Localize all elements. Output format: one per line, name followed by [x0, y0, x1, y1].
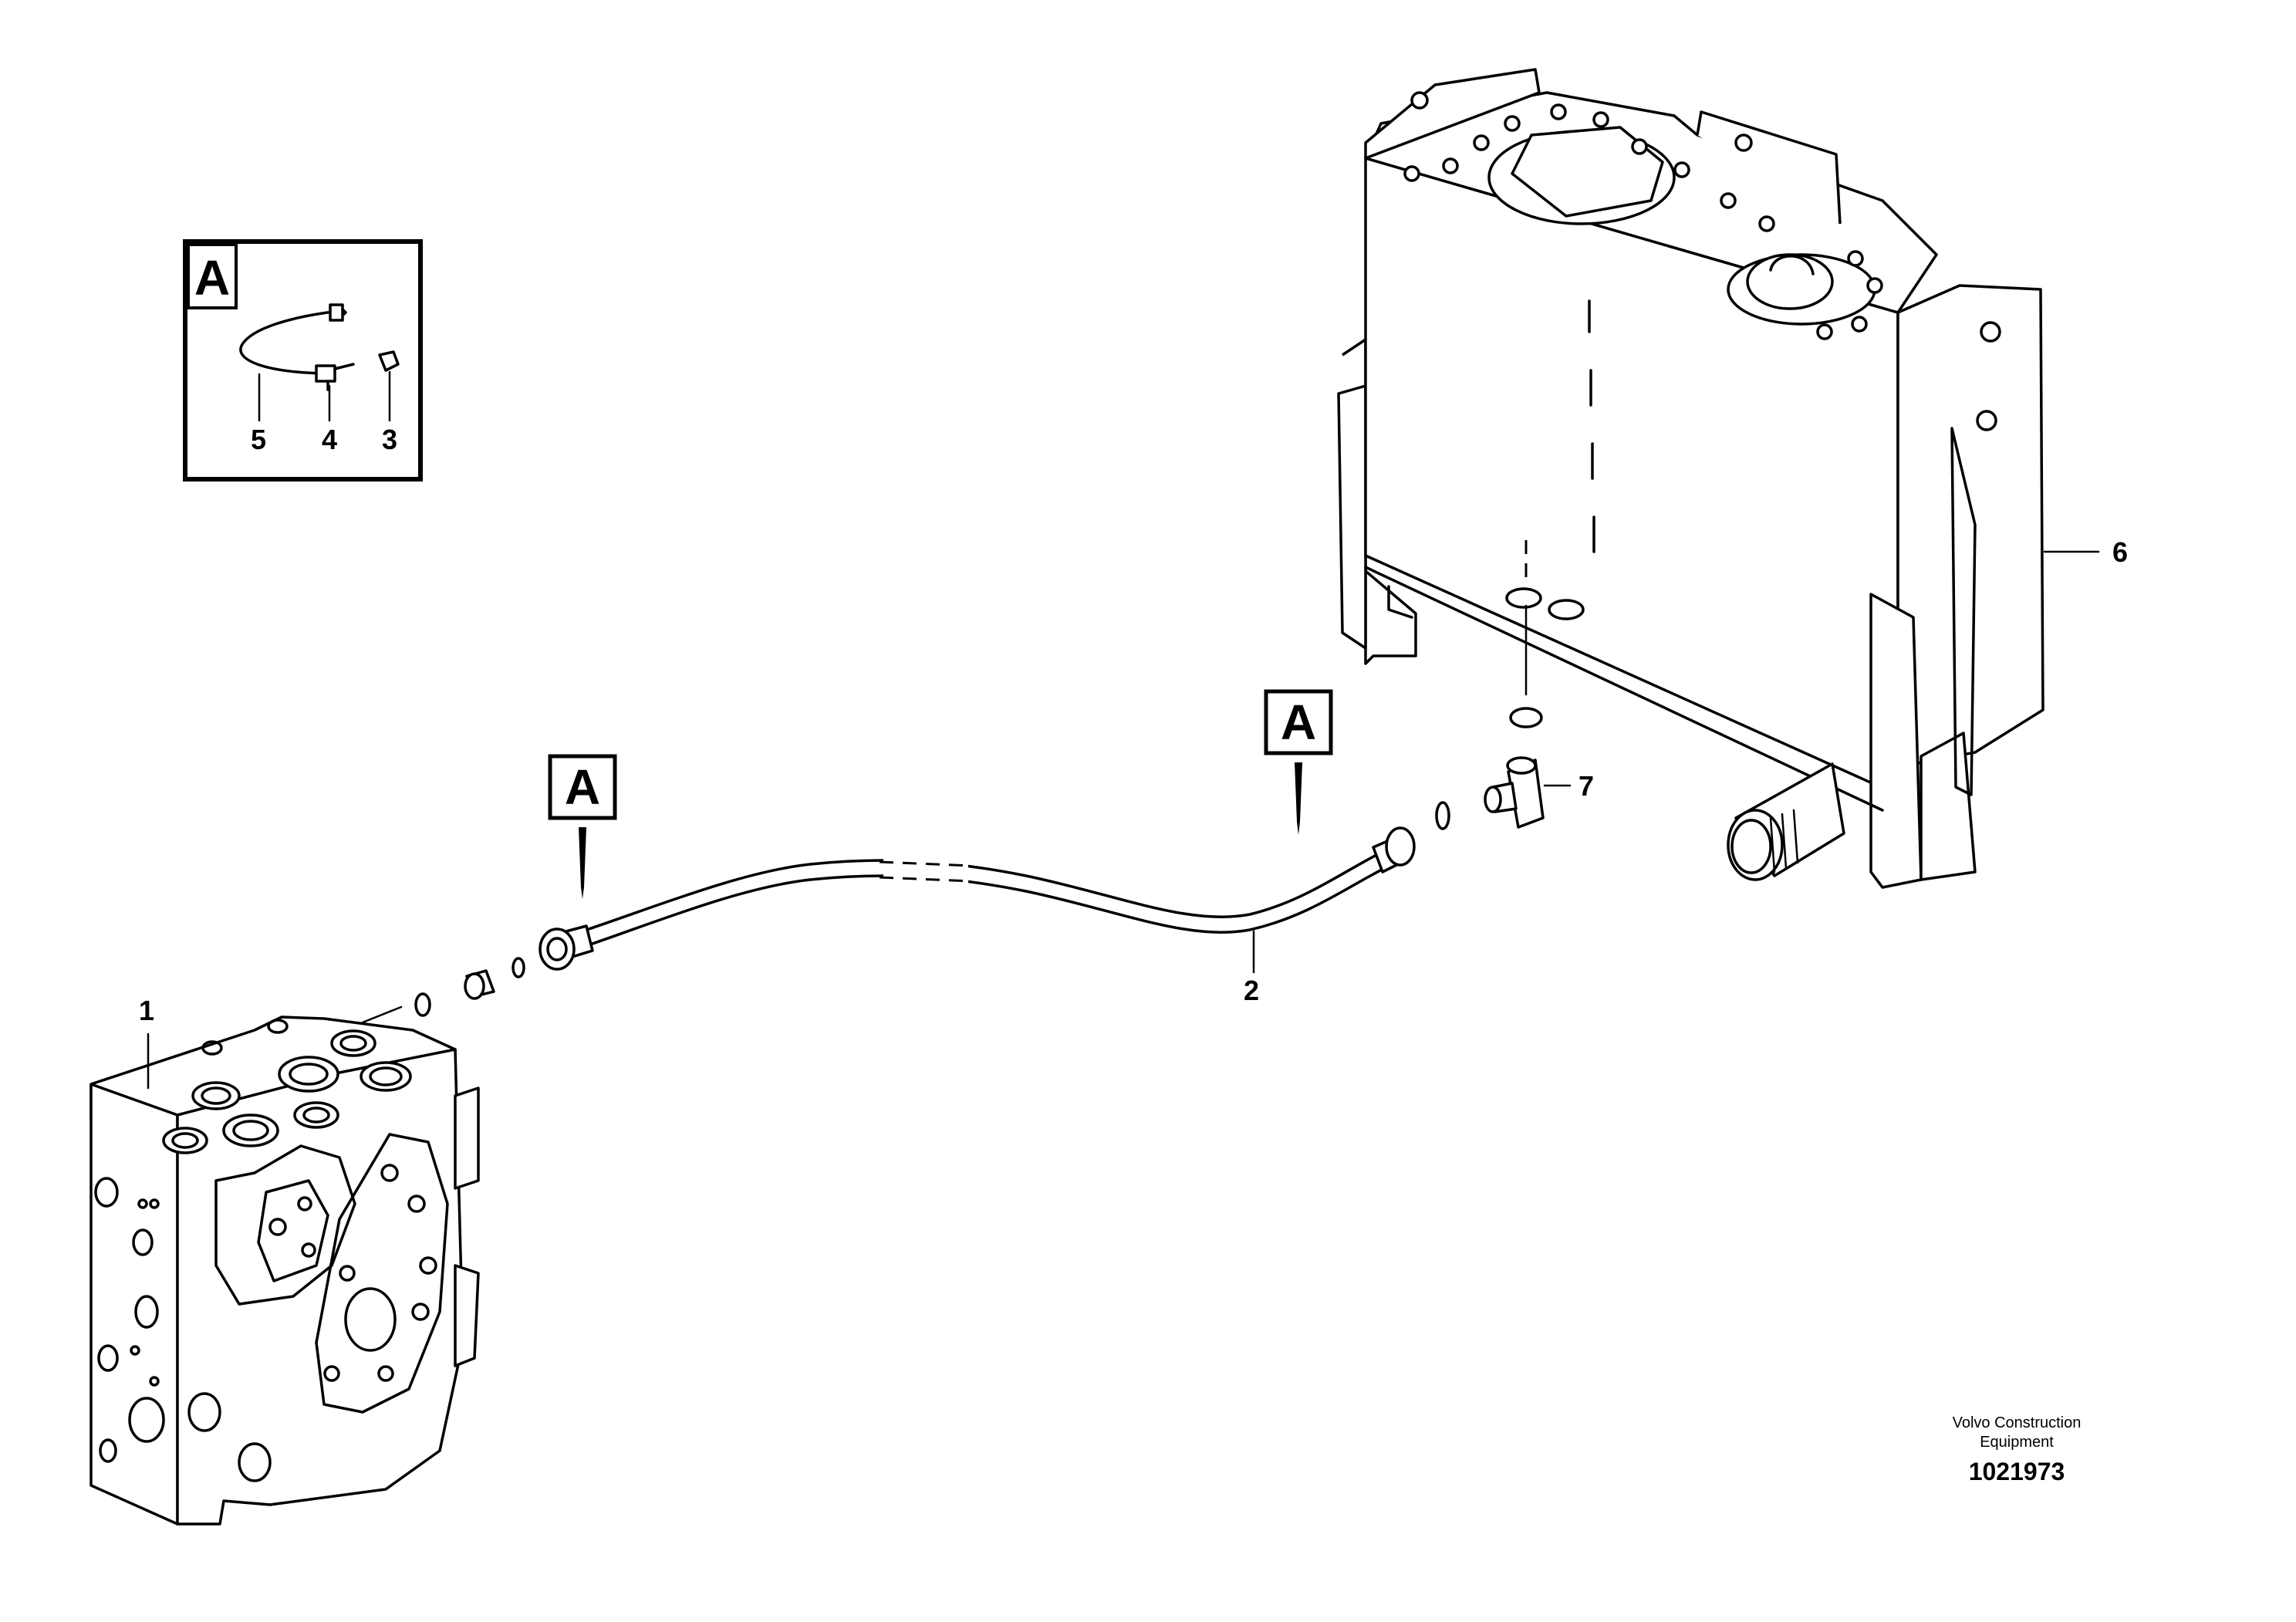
detail-box-a: A 5 4 3 [183, 239, 423, 482]
detail-callout-5: 5 [251, 424, 266, 455]
hydraulic-tank [1337, 68, 2044, 889]
pointer-a-right-letter: A [1281, 694, 1316, 750]
detail-callout-3: 3 [382, 424, 397, 455]
clamp-icon [315, 363, 355, 391]
document-number: 1021973 [1969, 1458, 2065, 1485]
callout-2: 2 [1244, 975, 1259, 1006]
pointer-a-left-letter: A [565, 759, 600, 815]
brand-line-2: Equipment [1980, 1434, 2054, 1451]
detail-callout-4: 4 [322, 424, 337, 455]
callout-7: 7 [1578, 770, 1594, 802]
pointer-a-left: A [548, 754, 617, 899]
hose-assembly [414, 826, 1416, 1017]
control-valve [89, 1005, 480, 1526]
pointer-a-right: A [1264, 689, 1333, 835]
strap-icon [239, 309, 341, 375]
tee-fitting [1435, 756, 1545, 830]
plug-icon [378, 350, 400, 372]
brand-line-1: Volvo Construction [1953, 1414, 2082, 1431]
detail-box-letter: A [194, 250, 230, 306]
callout-6: 6 [2112, 536, 2128, 568]
callout-1: 1 [139, 995, 154, 1026]
